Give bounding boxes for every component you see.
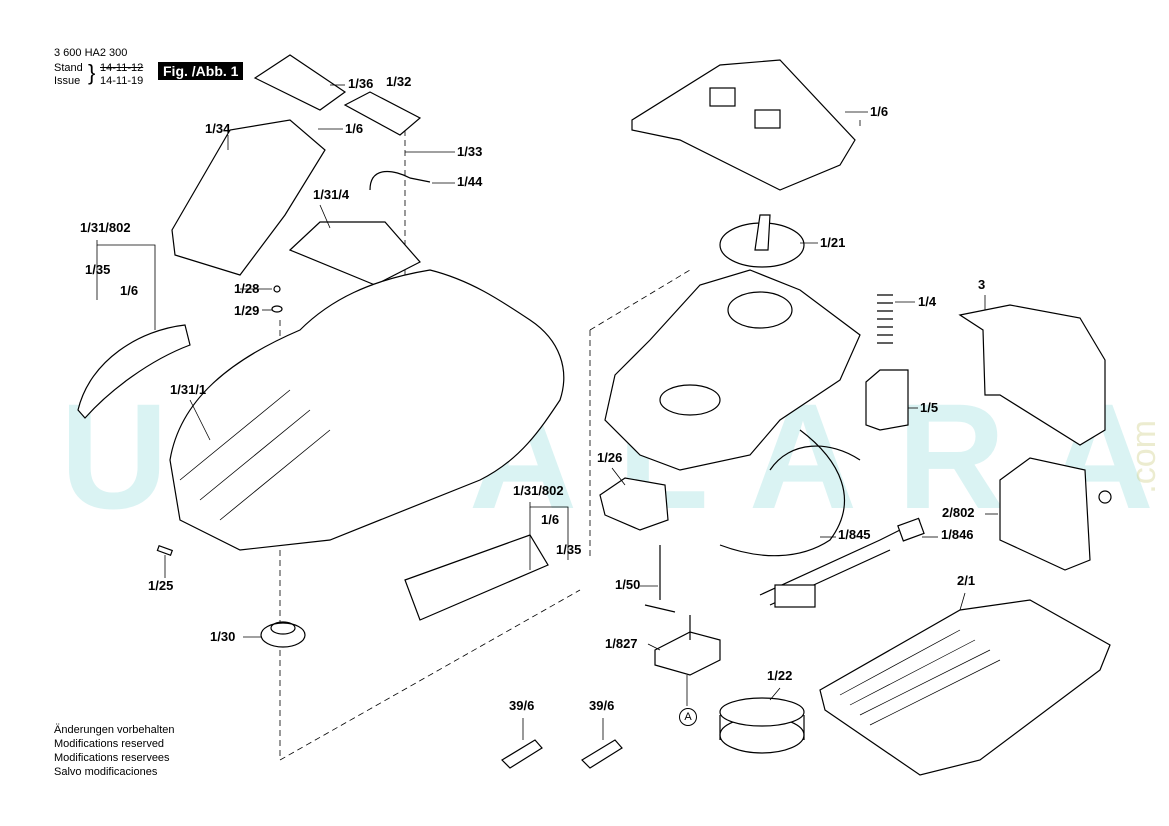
note-de: Änderungen vorbehalten: [54, 724, 175, 736]
bumper-left: [77, 324, 191, 419]
part-label: 1/21: [820, 235, 846, 250]
part-1-29: [271, 305, 283, 313]
motor-1-827: [654, 631, 721, 676]
part-1-26: [599, 477, 669, 531]
stand-label: Stand: [54, 62, 83, 74]
part-label: 1/6: [345, 121, 364, 136]
top-cover-right: [631, 59, 856, 191]
part-label: 1/30: [210, 629, 236, 644]
cable-1-845: [719, 429, 845, 557]
part-label: 1/846: [941, 527, 974, 542]
part-label: 1/4: [918, 294, 937, 309]
base-plate-2-1: [819, 599, 1111, 776]
part-label: 1/28: [234, 281, 260, 296]
part-label: 1/35: [85, 262, 111, 277]
part-label: 1/6: [870, 104, 889, 119]
part-label: 1/25: [148, 578, 174, 593]
doc-number: 3 600 HA2 300: [54, 47, 128, 59]
wire-1-44: [369, 170, 431, 191]
connector-39-6-a: [501, 739, 543, 769]
note-en: Modifications reserved: [54, 738, 165, 750]
housing-1-31-1: [169, 269, 565, 551]
part-label: 1/35: [556, 542, 582, 557]
modification-notes: Änderungen vorbehalten Modifications res…: [54, 723, 174, 779]
stand-old-date: 14-11-12: [100, 62, 144, 74]
part-label: 1/50: [615, 577, 641, 592]
brace: }: [88, 60, 96, 85]
part-label: 1/22: [767, 668, 793, 683]
part-label: 1/32: [386, 74, 412, 89]
part-label: 1/6: [541, 512, 560, 527]
part-1-30: [260, 622, 306, 648]
part-label: 1/827: [605, 636, 638, 651]
part-label: 39/6: [589, 698, 615, 713]
detail-marker-a: A: [679, 708, 697, 726]
issue-date: 14-11-19: [100, 75, 144, 87]
part-1-31-4: [288, 221, 421, 286]
connector-39-6-b: [581, 739, 623, 769]
part-label: 1/44: [457, 174, 483, 189]
part-3: [958, 304, 1106, 446]
note-es: Salvo modificaciones: [54, 766, 158, 778]
part-label: 1/845: [838, 527, 871, 542]
part-label: 1/31/802: [80, 220, 131, 235]
part-label: 1/26: [597, 450, 623, 465]
part-2-802: [999, 457, 1091, 571]
part-label: 1/36: [348, 76, 374, 91]
part-label: 2/1: [957, 573, 976, 588]
cover-1-36: [253, 54, 347, 111]
part-label: 1/31/4: [313, 187, 350, 202]
part-1-34: [171, 119, 326, 276]
part-1-28: [273, 285, 281, 293]
leader-lines: [96, 84, 998, 740]
part-label: 3: [978, 277, 986, 292]
part-label: 2/802: [942, 505, 975, 520]
note-fr: Modifications reservees: [54, 752, 170, 764]
bumper-right: [404, 534, 549, 621]
part-label: 1/31/1: [170, 382, 207, 397]
part-1-50: [644, 545, 676, 613]
part-1-5: [865, 369, 909, 431]
pin-1-25: [156, 544, 174, 556]
part-label: 1/33: [457, 144, 483, 159]
part-label: 1/34: [205, 121, 231, 136]
figure-label: Fig. /Abb. 1: [158, 62, 244, 80]
part-label: 1/5: [920, 400, 939, 415]
part-label: 39/6: [509, 698, 535, 713]
spring-1-4: [877, 294, 893, 344]
part-label: 1/29: [234, 303, 260, 318]
part-label: 1/6: [120, 283, 139, 298]
stop-button: [343, 91, 422, 136]
issue-label: Issue: [54, 75, 81, 87]
chassis: [604, 269, 861, 471]
part-label: 1/31/802: [513, 483, 564, 498]
